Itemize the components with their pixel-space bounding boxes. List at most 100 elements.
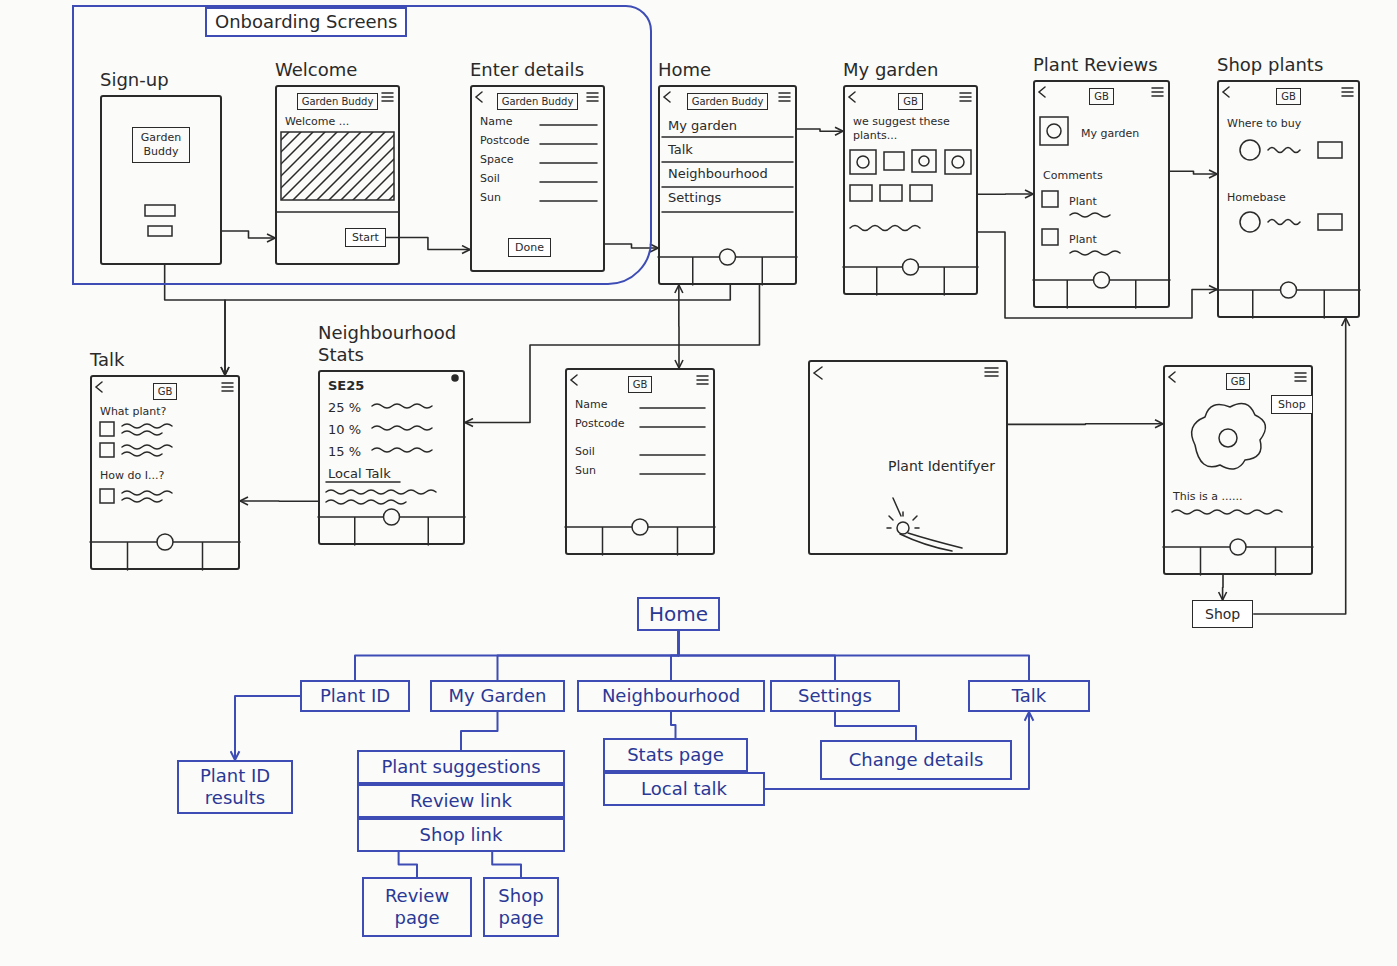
plant-thumb <box>952 156 964 168</box>
sitemap-box: My Garden <box>430 680 565 712</box>
frame-title: Onboarding Screens <box>205 7 407 37</box>
post-image <box>100 489 114 503</box>
flow-connector <box>165 265 225 375</box>
plant-thumb <box>1042 191 1058 207</box>
header-bar: GB <box>1089 88 1114 105</box>
flow-connector <box>1253 318 1345 614</box>
price-tag <box>1318 214 1342 230</box>
status-dot <box>452 375 458 381</box>
sitemap-label: Plant suggestions <box>381 756 540 778</box>
sitemap-box: Talk <box>968 680 1090 712</box>
plant-thumb <box>850 185 872 201</box>
screen-heading: Sign-up <box>100 69 242 91</box>
shop-box: Shop <box>1192 600 1253 628</box>
plant-thumb <box>884 152 904 170</box>
header-bar: GB <box>153 383 178 400</box>
sitemap-box: Review page <box>362 877 472 937</box>
shop-logo <box>1240 140 1260 160</box>
sitemap-box: Shop page <box>483 877 559 937</box>
app-logo: Garden Buddy <box>132 127 190 163</box>
leader-line <box>893 498 901 516</box>
login-button <box>148 226 172 236</box>
screen-text: My garden <box>668 118 787 134</box>
header-bar: GB <box>1276 88 1301 105</box>
plant-image <box>1047 124 1061 138</box>
sitemap-label: My Garden <box>449 685 547 707</box>
back-arrow <box>96 87 1229 392</box>
sitemap-label: Neighbourhood <box>602 685 740 707</box>
flow-connector <box>222 231 275 238</box>
flow-connector <box>671 631 679 680</box>
home-button <box>157 249 1297 555</box>
header-bar: GB <box>628 376 653 393</box>
sitemap-box: Home <box>637 597 720 631</box>
settings-screen: GBNamePostcodeSoilSun <box>565 368 715 555</box>
sitemap-box: Shop link <box>357 818 565 852</box>
flow-connector <box>765 712 1029 789</box>
screen-heading: Neighbourhood Stats <box>318 322 485 366</box>
signup-button <box>145 205 175 216</box>
sitemap-box: Plant ID results <box>177 760 293 814</box>
sitemap-box: Local talk <box>603 772 765 806</box>
sitemap-box: Review link <box>357 784 565 818</box>
screen-heading: Home <box>658 59 817 81</box>
plant-thumb <box>857 156 869 168</box>
sitemap-label: Shop link <box>420 824 503 846</box>
screen-text: Space <box>480 153 595 167</box>
screen-heading: Talk <box>90 349 260 371</box>
plant-sketch <box>897 522 909 534</box>
sitemap-box: Plant ID <box>300 680 410 712</box>
home-button <box>903 259 919 275</box>
button-label: Done <box>515 240 544 255</box>
screen-text: Name <box>575 398 705 412</box>
home-button <box>157 534 173 550</box>
screen-text: 10 % <box>328 422 455 438</box>
plant-thumb <box>945 150 971 174</box>
post-image <box>100 422 114 436</box>
signup-screen: Sign-upGarden Buddy <box>100 95 222 265</box>
screen-text: SE25 <box>328 378 455 394</box>
flow-connector <box>355 631 679 680</box>
button-label: Start <box>352 230 379 245</box>
screen-text: Sun <box>480 191 595 205</box>
divider-line <box>277 211 398 213</box>
screen-heading: Welcome <box>275 59 420 81</box>
screen-text: Local Talk <box>328 466 455 482</box>
scribble <box>122 424 172 502</box>
sitemap-label: Change details <box>849 749 984 771</box>
start-button: Start <box>345 228 386 247</box>
flow-connector <box>461 712 498 750</box>
screen-heading: My garden <box>843 59 998 81</box>
screen-text: Sun <box>575 464 705 478</box>
screen-text: Postcode <box>575 417 705 431</box>
sitemap-box: Change details <box>820 740 1012 780</box>
sitemap-label: Talk <box>1012 685 1046 707</box>
screen-text: Plant <box>1043 233 1160 247</box>
sitemap-box: Settings <box>770 680 900 712</box>
screen-text: Talk <box>668 142 787 158</box>
flow-connector <box>235 696 300 760</box>
sitemap-label: Local talk <box>641 778 727 800</box>
header-bar: GB <box>898 93 923 110</box>
screen-text: Comments <box>1043 169 1160 183</box>
flow-connector <box>399 852 417 877</box>
price-tag <box>1318 142 1342 158</box>
plant-thumb <box>850 150 876 174</box>
flow-connector <box>797 129 843 131</box>
welcome-screen: WelcomeGarden BuddyWelcome ...Start <box>275 85 400 265</box>
plant-thumb <box>910 185 932 201</box>
screen-heading: Plant Reviews <box>1033 54 1190 76</box>
flow-connector <box>465 285 759 423</box>
header-bar: GB <box>1226 373 1251 390</box>
home-screen: HomeGarden BuddyMy gardenTalkNeighbourho… <box>658 85 797 285</box>
screen-text: Neighbourhood <box>668 166 787 182</box>
flower-image <box>1219 429 1237 447</box>
flow-connector <box>225 285 730 375</box>
header-bar: Garden Buddy <box>687 93 769 110</box>
screen-text: 15 % <box>328 444 455 460</box>
sitemap-label: Home <box>649 602 708 626</box>
flow-connector <box>978 193 1033 195</box>
